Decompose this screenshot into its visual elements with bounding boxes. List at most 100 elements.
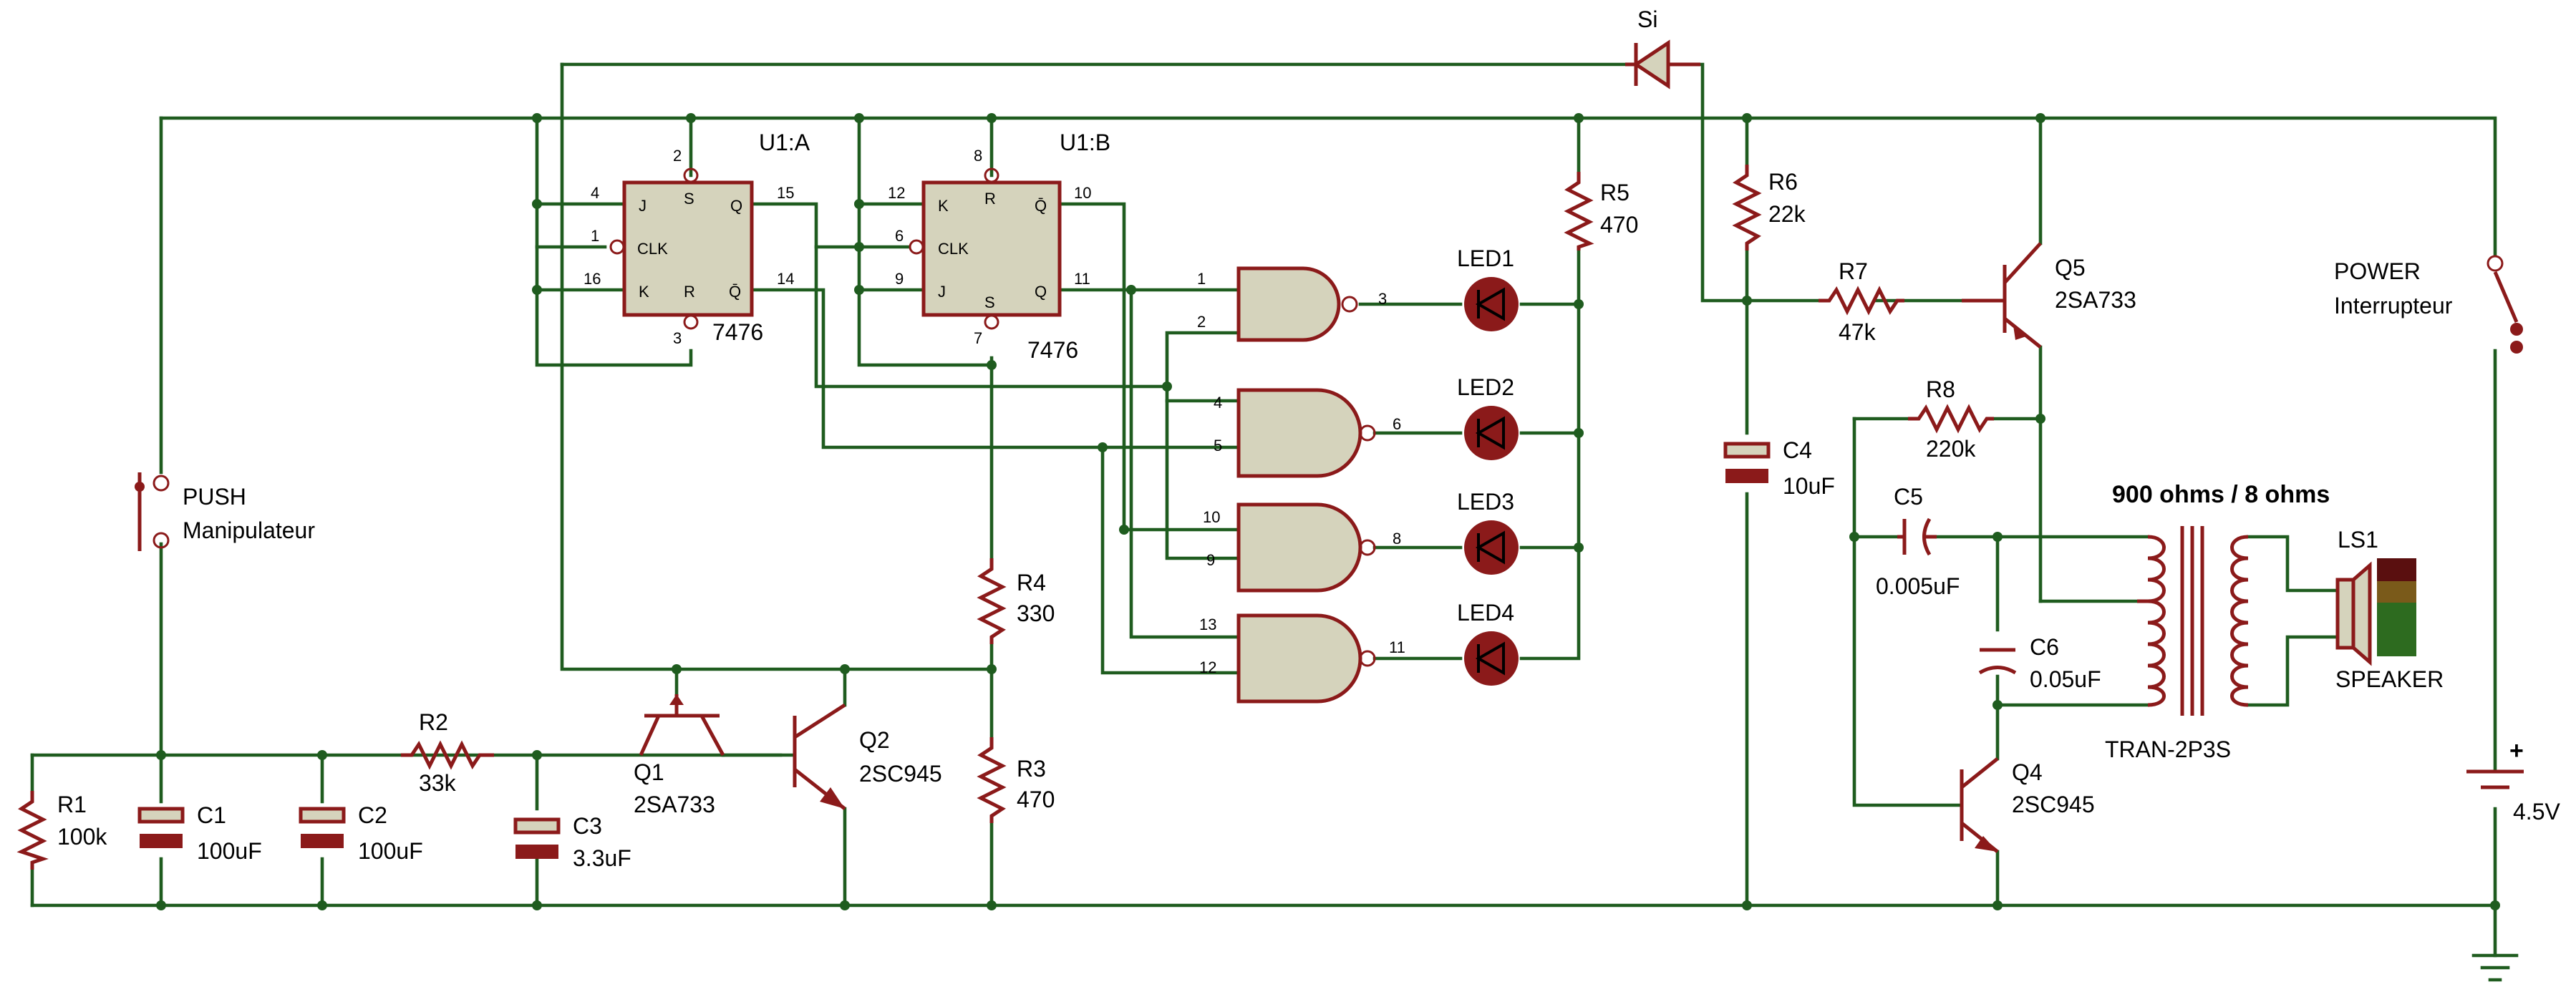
led-3: LED3 — [1457, 489, 1519, 575]
led4-ref: LED4 — [1457, 600, 1514, 626]
c2-value: 100uF — [358, 838, 423, 864]
q5-value: 2SA733 — [2055, 287, 2136, 313]
nand-gate-3: 10 9 8 — [1203, 502, 1401, 593]
r3-ref: R3 — [1017, 756, 1046, 782]
svg-text:16: 16 — [584, 270, 601, 288]
q2-value: 2SC945 — [859, 761, 942, 787]
resistor-r8: R8 220k — [1908, 376, 1994, 462]
flipflop-u1b: U1:B 7476 K J CLK Q̄ Q R S 12 6 9 8 7 10… — [888, 130, 1110, 363]
svg-text:S: S — [984, 293, 995, 311]
c3-ref: C3 — [573, 813, 602, 839]
r5-ref: R5 — [1600, 180, 1630, 205]
svg-text:Q: Q — [730, 197, 742, 215]
nand-gate-1: 1 2 3 — [1197, 266, 1387, 342]
r5-value: 470 — [1600, 212, 1638, 238]
led-4: LED4 — [1457, 600, 1519, 686]
svg-text:4: 4 — [591, 184, 599, 202]
diode-si: Si — [1625, 6, 1700, 89]
svg-text:K: K — [639, 283, 649, 301]
capacitor-c5: C5 0.005uF — [1876, 484, 1960, 599]
led1-ref: LED1 — [1457, 245, 1514, 271]
u1a-type: 7476 — [712, 319, 763, 345]
si-ref: Si — [1637, 6, 1657, 32]
svg-text:1: 1 — [591, 227, 599, 245]
capacitor-c3: C3 3.3uF — [513, 813, 631, 871]
svg-text:Q̄: Q̄ — [729, 283, 741, 301]
push-value: Manipulateur — [183, 517, 315, 543]
resistor-r6: R6 22k — [1732, 165, 1806, 251]
svg-text:13: 13 — [1199, 616, 1216, 633]
speaker-ref: LS1 — [2338, 527, 2378, 553]
c5-value: 0.005uF — [1876, 573, 1960, 599]
r4-value: 330 — [1017, 600, 1055, 626]
battery-plus: + — [2509, 737, 2524, 764]
ground-symbol — [2471, 953, 2519, 982]
svg-text:R: R — [684, 283, 695, 301]
flipflop-u1a: U1:A 7476 J K CLK Q Q̄ S R 4 1 16 2 3 15… — [584, 130, 810, 347]
svg-text:J: J — [938, 283, 946, 301]
led-1: LED1 — [1457, 245, 1519, 331]
q1-ref: Q1 — [634, 759, 664, 785]
nand-gate-2: 4 5 6 — [1214, 388, 1401, 478]
capacitor-c6: C6 0.05uF — [1978, 634, 2101, 692]
resistor-r3: R3 470 — [977, 737, 1055, 823]
capacitor-c1: C1 100uF — [137, 802, 262, 864]
svg-text:K: K — [938, 197, 949, 215]
svg-text:S: S — [684, 190, 694, 208]
push-button: PUSH Manipulateur — [135, 472, 315, 551]
c6-value: 0.05uF — [2030, 666, 2101, 692]
transistor-q5: Q5 2SA733 — [1962, 242, 2136, 349]
svg-text:3: 3 — [673, 329, 682, 347]
u1b-ref: U1:B — [1060, 130, 1110, 155]
c4-ref: C4 — [1783, 437, 1812, 463]
q5-ref: Q5 — [2055, 255, 2086, 281]
q2-ref: Q2 — [859, 727, 890, 753]
junction-dots — [156, 113, 2500, 910]
c1-ref: C1 — [197, 802, 226, 828]
r6-value: 22k — [1768, 201, 1806, 227]
svg-text:J: J — [639, 197, 647, 215]
capacitor-c4: C4 10uF — [1723, 437, 1835, 499]
r2-value: 33k — [419, 770, 457, 796]
resistor-r1: R1 100k — [16, 791, 107, 870]
svg-text:CLK: CLK — [637, 240, 668, 258]
transformer-ratio: 900 ohms / 8 ohms — [2112, 481, 2330, 508]
svg-text:CLK: CLK — [938, 240, 969, 258]
u1b-type: 7476 — [1027, 337, 1078, 363]
push-ref: PUSH — [183, 484, 246, 510]
transistor-q4: Q4 2SC945 — [1960, 757, 2095, 853]
r1-value: 100k — [57, 824, 107, 850]
q4-ref: Q4 — [2012, 759, 2043, 785]
led-2: LED2 — [1457, 374, 1519, 460]
c5-ref: C5 — [1894, 484, 1923, 510]
speaker-value: SPEAKER — [2335, 666, 2444, 692]
svg-text:10: 10 — [1203, 508, 1220, 526]
led2-ref: LED2 — [1457, 374, 1514, 400]
resistor-r7: R7 47k — [1819, 258, 1904, 345]
svg-text:Q̄: Q̄ — [1035, 197, 1047, 215]
svg-text:8: 8 — [974, 147, 982, 165]
svg-text:8: 8 — [1393, 530, 1401, 548]
svg-text:2: 2 — [1197, 313, 1206, 331]
c2-ref: C2 — [358, 802, 387, 828]
r7-ref: R7 — [1839, 258, 1868, 284]
r7-value: 47k — [1839, 319, 1877, 345]
r1-ref: R1 — [57, 792, 87, 817]
transformer-ref: TRAN-2P3S — [2105, 736, 2231, 762]
svg-text:3: 3 — [1378, 290, 1387, 308]
svg-text:5: 5 — [1214, 437, 1222, 454]
power-switch: POWER Interrupteur — [2334, 255, 2523, 354]
wires — [30, 62, 2497, 958]
r8-ref: R8 — [1926, 376, 1955, 402]
svg-text:6: 6 — [1393, 415, 1401, 433]
svg-text:12: 12 — [1199, 658, 1216, 676]
transistor-q1: Q1 2SA733 — [634, 694, 725, 817]
svg-text:12: 12 — [888, 184, 905, 202]
speaker: LS1 SPEAKER — [2335, 527, 2444, 692]
c1-value: 100uF — [197, 838, 262, 864]
svg-text:15: 15 — [777, 184, 794, 202]
resistor-r2: R2 33k — [401, 709, 494, 796]
battery-value: 4.5V — [2513, 799, 2560, 825]
svg-text:7: 7 — [974, 329, 982, 347]
